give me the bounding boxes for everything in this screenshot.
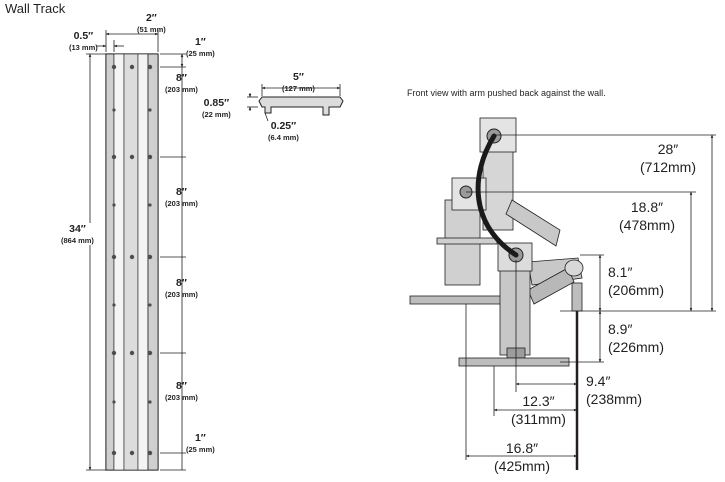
dim-height-arm: 8.1″(206mm) <box>608 264 665 298</box>
dim-spacing-3: 8″(203 mm) <box>165 277 198 299</box>
dim-reach-min: 9.4″(238mm) <box>586 373 643 407</box>
dim-profile-width: 5″(127 mm) <box>282 71 315 93</box>
dim-reach-max: 16.8″(425mm) <box>494 440 551 474</box>
dim-spacing-4: 8″(203 mm) <box>165 380 198 402</box>
front-view <box>409 117 584 470</box>
dim-reach-mid: 12.3″(311mm) <box>511 393 566 427</box>
track-dimension-lines <box>86 30 186 471</box>
dim-height-max: 28″(712mm) <box>640 141 697 175</box>
page-title: Wall Track <box>5 1 66 16</box>
dim-height-base: 8.9″(226mm) <box>608 321 665 355</box>
front-dimension-lines <box>465 134 716 460</box>
dim-top-margin: 1″(25 mm) <box>186 36 215 58</box>
dim-track-width: 2″(51 mm) <box>137 12 166 34</box>
wall-track <box>105 53 159 471</box>
dim-spacing-1: 8″(203 mm) <box>165 72 198 94</box>
dim-spacing-2: 8″(203 mm) <box>165 186 198 208</box>
track-profile <box>247 84 344 122</box>
dim-height-mid: 18.8″(478mm) <box>619 199 676 233</box>
dim-rail-offset: 0.5″(13 mm) <box>69 30 98 52</box>
dim-profile-lip: 0.25″(6.4 mm) <box>268 120 299 142</box>
dim-total-height: 34″(864 mm) <box>61 223 94 245</box>
dim-profile-depth: 0.85″(22 mm) <box>202 97 231 119</box>
diagram-caption: Front view with arm pushed back against … <box>407 88 606 98</box>
dim-bottom-margin: 1″(25 mm) <box>186 432 215 454</box>
screw-holes <box>111 64 153 456</box>
